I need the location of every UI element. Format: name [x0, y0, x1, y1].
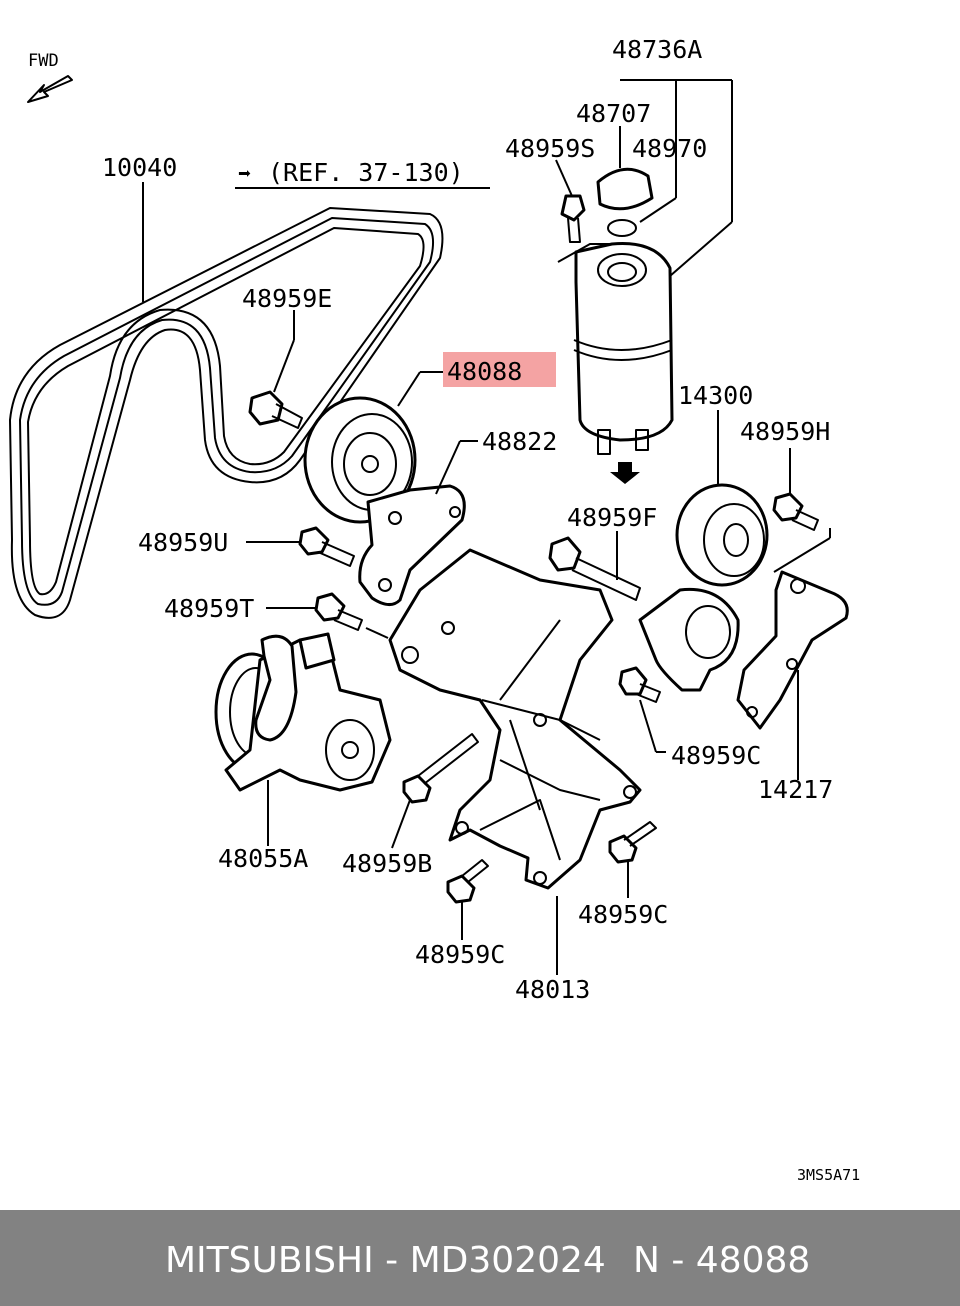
label-48736A: 48736A — [612, 35, 702, 64]
reservoir-cap — [596, 167, 654, 237]
label-48959C-right: 48959C — [671, 741, 761, 770]
diagram-code: 3MS5A71 — [797, 1166, 860, 1184]
label-48959B: 48959B — [342, 849, 432, 878]
tensioner-pulley — [675, 483, 769, 587]
bolt-48959U — [298, 526, 355, 567]
label-48822: 48822 — [482, 427, 557, 456]
power-steering-pump — [214, 632, 392, 792]
label-48055A: 48055A — [218, 844, 308, 873]
fwd-indicator: FWD — [27, 51, 73, 103]
drive-belt — [9, 207, 444, 619]
bolt-48959T — [314, 592, 363, 631]
footer-bar: MITSUBISHI - MD302024 N - 48088 — [0, 1210, 960, 1306]
tensioner-arm — [638, 570, 849, 730]
label-48959T: 48959T — [164, 594, 254, 623]
leader-lines — [142, 79, 831, 975]
bracket-48822 — [358, 484, 466, 606]
label-14300: 14300 — [678, 381, 753, 410]
fwd-arrow-icon — [27, 75, 73, 103]
label-48707: 48707 — [576, 99, 651, 128]
reservoir — [557, 242, 674, 484]
label-48088: 48088 — [447, 357, 522, 386]
fwd-label: FWD — [28, 51, 59, 71]
label-48959F: 48959F — [567, 503, 657, 532]
label-48959H: 48959H — [740, 417, 830, 446]
label-48970: 48970 — [632, 134, 707, 163]
target-highlight — [443, 352, 556, 387]
bolt-48959E — [248, 390, 303, 429]
bolt-48959F — [548, 536, 641, 601]
footer-ref: N - 48088 — [633, 1240, 811, 1281]
bolt-48959B — [402, 733, 479, 804]
part-labels: 48736A 48707 48959S 48970 10040 48959E 4… — [102, 35, 833, 1004]
label-48959C-bottom-right: 48959C — [578, 900, 668, 929]
parts-diagram: FWD ➡ (REF. 37-130) — [9, 35, 860, 1184]
footer-brand-part: MITSUBISHI - MD302024 — [165, 1240, 606, 1281]
bolt-48959H — [772, 492, 819, 531]
label-14217: 14217 — [758, 775, 833, 804]
bolt-48959C-bottom-right — [608, 821, 657, 864]
label-48959E: 48959E — [242, 284, 332, 313]
reference-text: (REF. 37-130) — [268, 158, 464, 187]
label-48959C-bottom: 48959C — [415, 940, 505, 969]
label-48013: 48013 — [515, 975, 590, 1004]
bolt-48959C-bottom — [446, 859, 489, 904]
label-48959U: 48959U — [138, 528, 228, 557]
bolt-48959C-right — [618, 666, 661, 703]
reference-arrow-icon: ➡ — [238, 162, 251, 187]
reference-note: ➡ (REF. 37-130) — [235, 158, 490, 189]
label-48959S: 48959S — [505, 134, 595, 163]
bolt-48959S — [560, 194, 586, 243]
label-10040: 10040 — [102, 153, 177, 182]
main-bracket-48013 — [388, 548, 642, 890]
